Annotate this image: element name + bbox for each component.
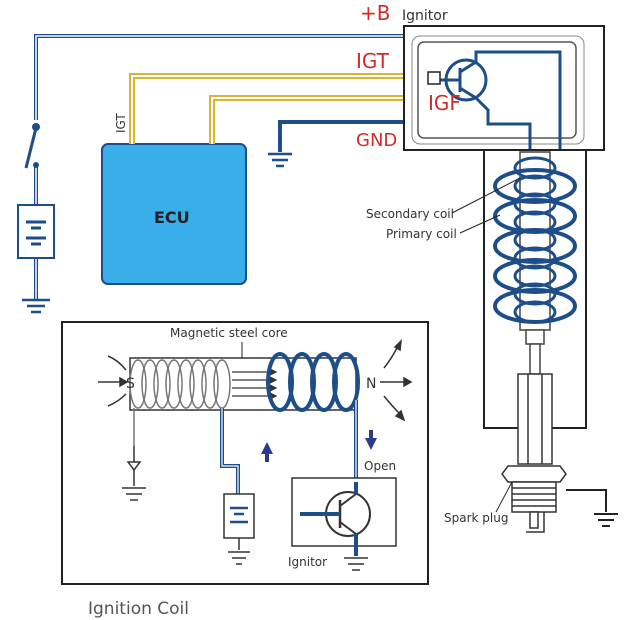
inset-battery-icon — [223, 493, 255, 565]
igf-signal-wire — [209, 95, 428, 144]
plus-b-label: +B — [360, 1, 390, 25]
primary-coil-label: Primary coil — [386, 227, 457, 241]
igt-signal-wire — [129, 73, 428, 144]
ecu-label: ECU — [154, 208, 190, 227]
secondary-coil-core — [519, 151, 551, 331]
ignitor-transistor-icon — [427, 50, 562, 150]
igf-label: IGF — [428, 91, 461, 115]
spark-plug-label: Spark plug — [444, 511, 508, 525]
primary-coil-winding — [493, 168, 577, 324]
inset-ignitor-box — [291, 477, 397, 571]
inset-magnetic-core — [129, 357, 357, 411]
battery-left-icon — [17, 204, 55, 259]
inset-right-coil — [266, 352, 360, 412]
ignition-switch — [24, 123, 40, 169]
ignitor-bottom-label: Ignitor — [288, 555, 327, 569]
igt-label: IGT — [356, 49, 390, 73]
ignitor-housing — [403, 25, 605, 151]
gnd-wire — [278, 120, 428, 152]
open-label: Open — [364, 459, 396, 473]
inset-battery-wire — [220, 408, 240, 494]
igt-vertical-label: IGT — [114, 113, 128, 133]
ecu-box — [101, 143, 247, 285]
pole-n-label: N — [366, 376, 376, 392]
current-up-arrow-icon — [261, 442, 273, 462]
caption: Ignition Coil — [88, 599, 189, 619]
n-flux-arrows — [380, 338, 413, 422]
inset-left-ground-icon — [122, 446, 146, 501]
ignitor-top-label: Ignitor — [402, 8, 448, 24]
magnetic-core-label: Magnetic steel core — [170, 326, 288, 340]
pole-s-label: S — [126, 376, 135, 392]
ground-gnd-icon — [268, 152, 292, 168]
s-flux-arrows — [98, 355, 129, 407]
spark-plug-icon — [501, 373, 567, 533]
current-down-arrow-icon — [365, 430, 377, 450]
gnd-label: GND — [356, 130, 397, 151]
spark-plug-ground-wire — [566, 489, 618, 527]
ht-lead — [525, 329, 545, 375]
ground-left-icon — [22, 298, 50, 314]
secondary-coil-label: Secondary coil — [366, 207, 454, 221]
inset-left-coil — [129, 359, 231, 409]
